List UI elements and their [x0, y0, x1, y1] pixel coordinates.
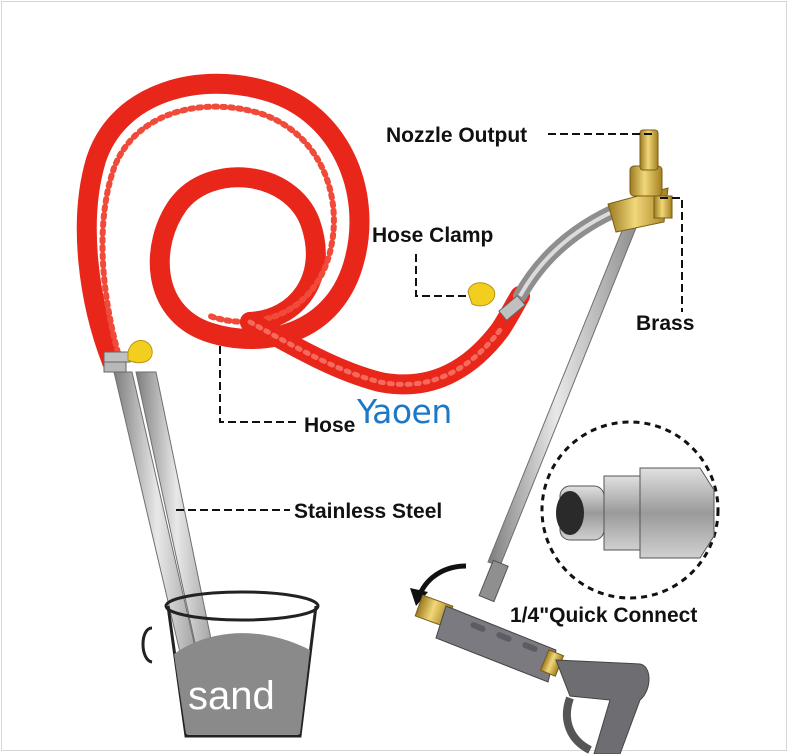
label-nozzle-output: Nozzle Output	[386, 124, 528, 147]
leader-lines	[176, 133, 683, 511]
hose-clamp-right	[467, 282, 526, 322]
brand-logo: Yaoen	[357, 392, 452, 431]
label-brass: Brass	[636, 312, 695, 335]
rotate-arrow-icon	[410, 563, 467, 606]
label-sand: sand	[188, 674, 275, 718]
label-quick-connect: 1/4"Quick Connect	[510, 604, 698, 627]
hose-clamp-left	[103, 340, 153, 364]
quick-connect-inset	[540, 420, 720, 600]
sand-bucket	[141, 590, 320, 738]
label-stainless-steel: Stainless Steel	[294, 500, 443, 523]
label-hose: Hose	[304, 414, 356, 437]
sandblaster-wand	[478, 205, 641, 603]
brass-nozzle	[607, 129, 673, 233]
label-hose-clamp: Hose Clamp	[372, 224, 494, 247]
spray-gun	[414, 594, 650, 754]
